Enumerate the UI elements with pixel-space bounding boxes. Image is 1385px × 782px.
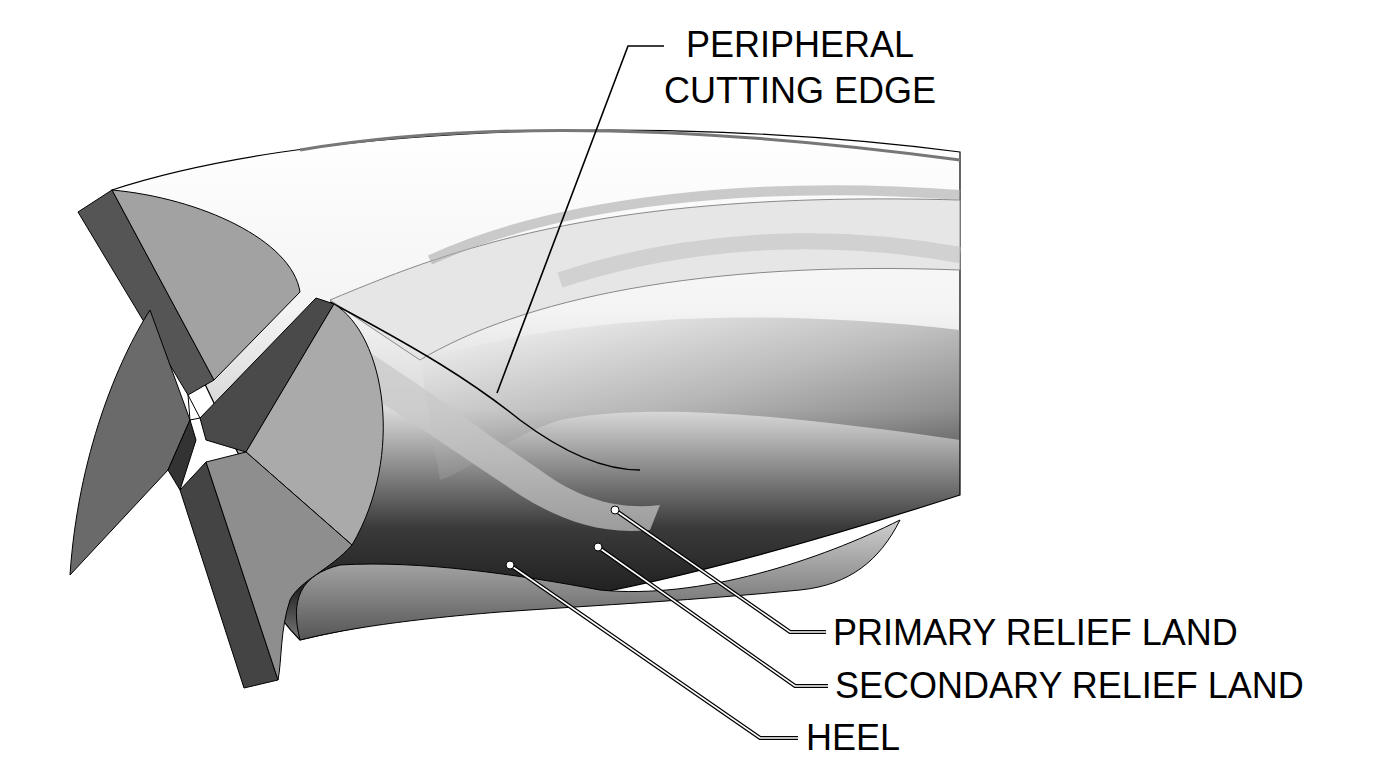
tooth-face xyxy=(70,310,190,575)
flute-edge xyxy=(300,130,960,160)
callout-label: SECONDARY RELIEF LAND xyxy=(835,663,1304,709)
relief-land xyxy=(345,340,660,531)
leader-line xyxy=(497,46,664,393)
leader-line xyxy=(506,561,798,738)
leader-line xyxy=(594,543,828,686)
callout-label: PRIMARY RELIEF LAND xyxy=(833,610,1238,656)
flute-edge xyxy=(560,241,960,280)
callout-label: PERIPHERAL CUTTING EDGE xyxy=(640,22,960,114)
callout-label: HEEL xyxy=(806,715,900,761)
flute-gash xyxy=(296,520,900,640)
center-point xyxy=(188,395,200,420)
tooth-face xyxy=(206,452,352,680)
leader-line xyxy=(611,506,826,632)
